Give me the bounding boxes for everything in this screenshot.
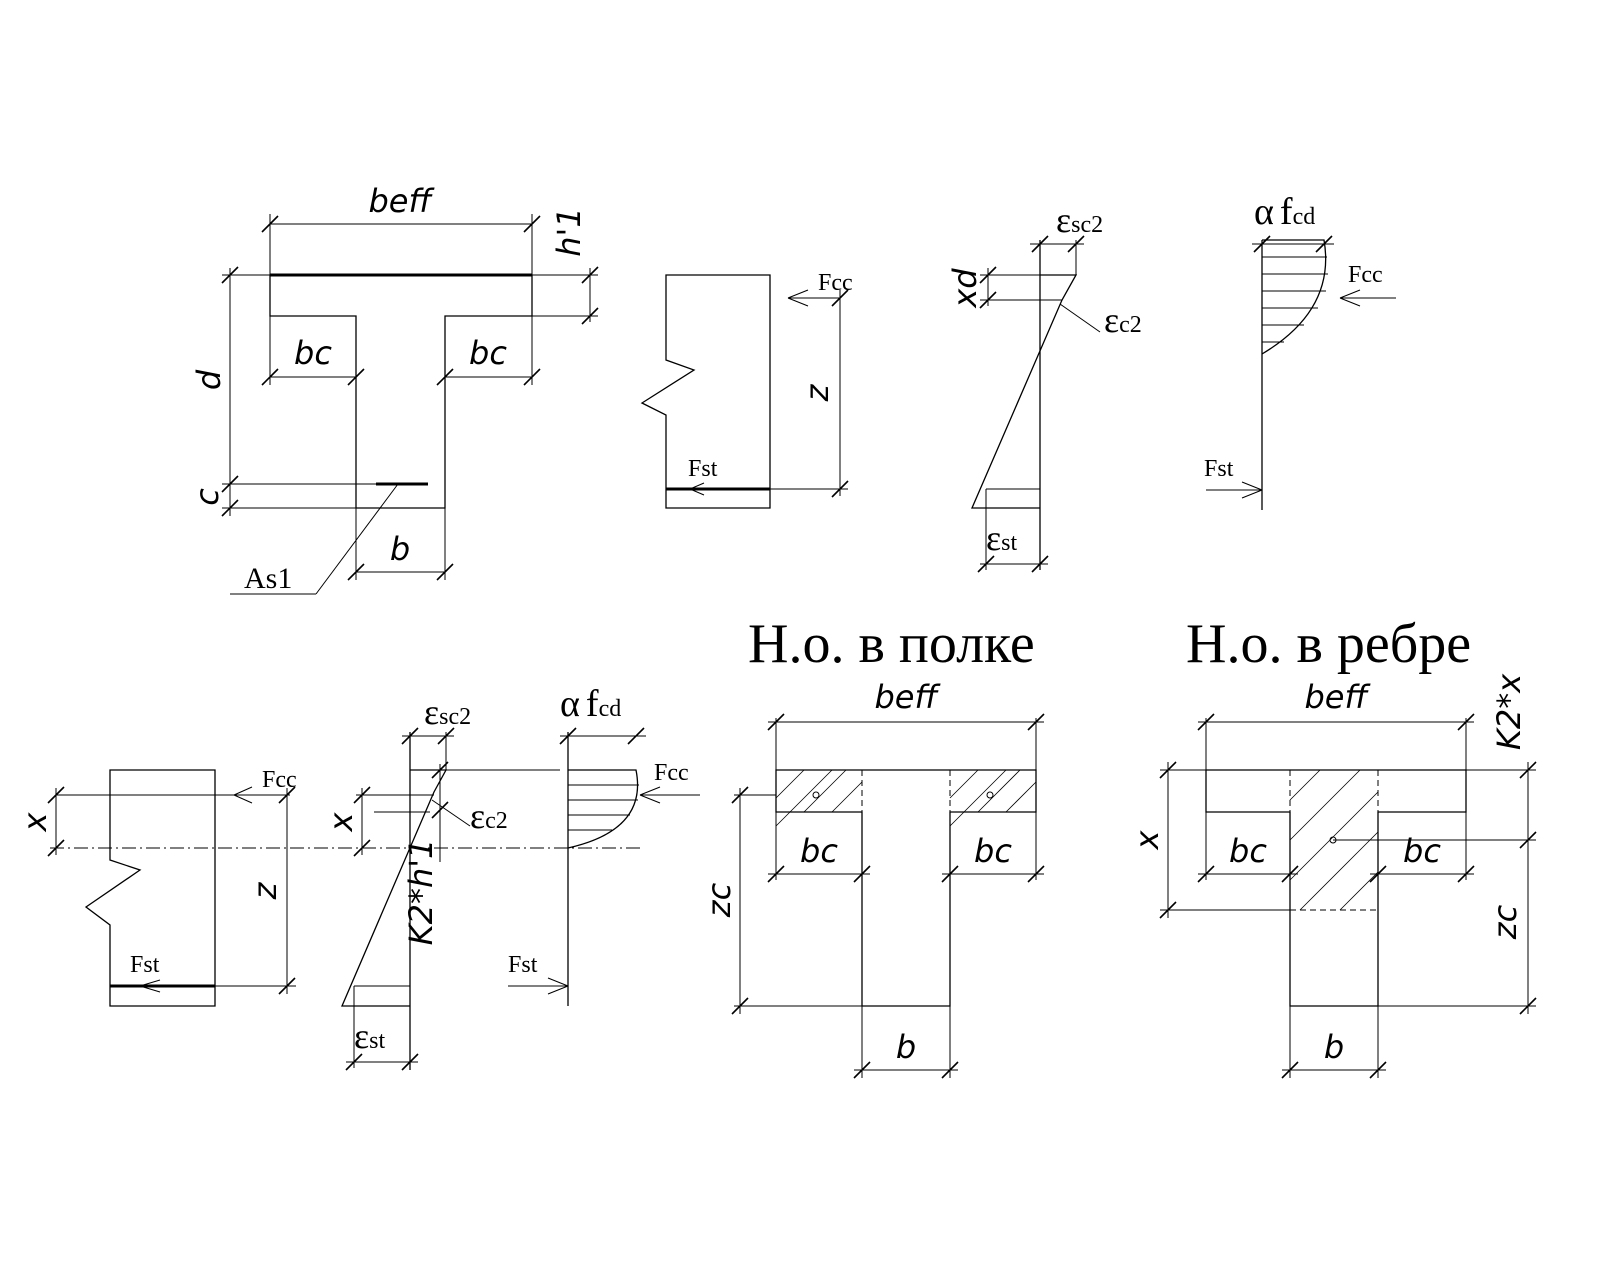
fcc-label: Fcc [818,270,853,296]
t-section-flange: beff bc bc zc b [700,678,1045,1079]
z-label: z [798,383,836,402]
bc-rib-right-label: bc [1403,832,1441,870]
heading-rib: Н.о. в ребре [1186,613,1471,675]
bc-flange-left-label: bc [800,832,838,870]
k2h1-label: K2*h'1 [402,839,440,946]
beff-flange-label: beff [874,678,941,716]
fst-stress-bottom-label: Fst [508,952,538,978]
x-rib-label: x [1128,829,1166,850]
bc-flange-right-label: bc [974,832,1012,870]
k2x-label: K2*x [1490,673,1528,750]
strain-diagram-top: εsc2 xd εc2 εst [946,200,1142,573]
xd-label: xd [946,268,984,309]
strain-diagram-bottom: εsc2 x K2*h'1 εc2 εst [322,692,560,1071]
b-label: b [390,530,410,568]
eps-sc2-label: εsc2 [1056,200,1103,240]
z-label-bottom: z [246,881,284,900]
beam-forces-top: Fcc z Fst [640,270,853,509]
t-section-rib: beff bc bc x K2*x zc b [1128,673,1537,1079]
x-label-beam: x [16,811,54,832]
t-section-top: beff h'1 bc bc d c [188,182,599,595]
bc-rib-left-label: bc [1229,832,1267,870]
d-label: d [190,369,228,390]
beff-label: beff [368,182,435,220]
zc-flange-label: zc [700,882,738,918]
eps-c2-label: εc2 [1104,300,1142,340]
fst-stress-label: Fst [1204,456,1234,482]
as1-label: As1 [244,562,292,595]
b-rib-label: b [1324,1028,1344,1066]
x-label-strain: x [322,811,360,832]
bc-right-label: bc [469,334,507,372]
eps-st-label: εst [986,518,1017,558]
eps-sc2-bottom-label: εsc2 [424,692,471,732]
bc-left-label: bc [294,334,332,372]
heading-flange: Н.о. в полке [748,613,1035,675]
fcc-stress-bottom-label: Fcc [654,760,689,786]
b-flange-label: b [896,1028,916,1066]
fcc-stress-label: Fcc [1348,262,1383,288]
zc-rib-label: zc [1486,904,1524,940]
beff-rib-label: beff [1304,678,1371,716]
fst-label: Fst [688,456,718,482]
c-label: c [188,488,226,506]
fcc-bottom-label: Fcc [262,767,297,793]
fst-bottom-label: Fst [130,952,160,978]
eps-st-bottom-label: εst [354,1016,385,1056]
eps-c2-bottom-label: εc2 [470,796,508,836]
h1-label: h'1 [550,207,588,256]
beam-forces-bottom: x z Fcc Fst [16,767,640,1007]
